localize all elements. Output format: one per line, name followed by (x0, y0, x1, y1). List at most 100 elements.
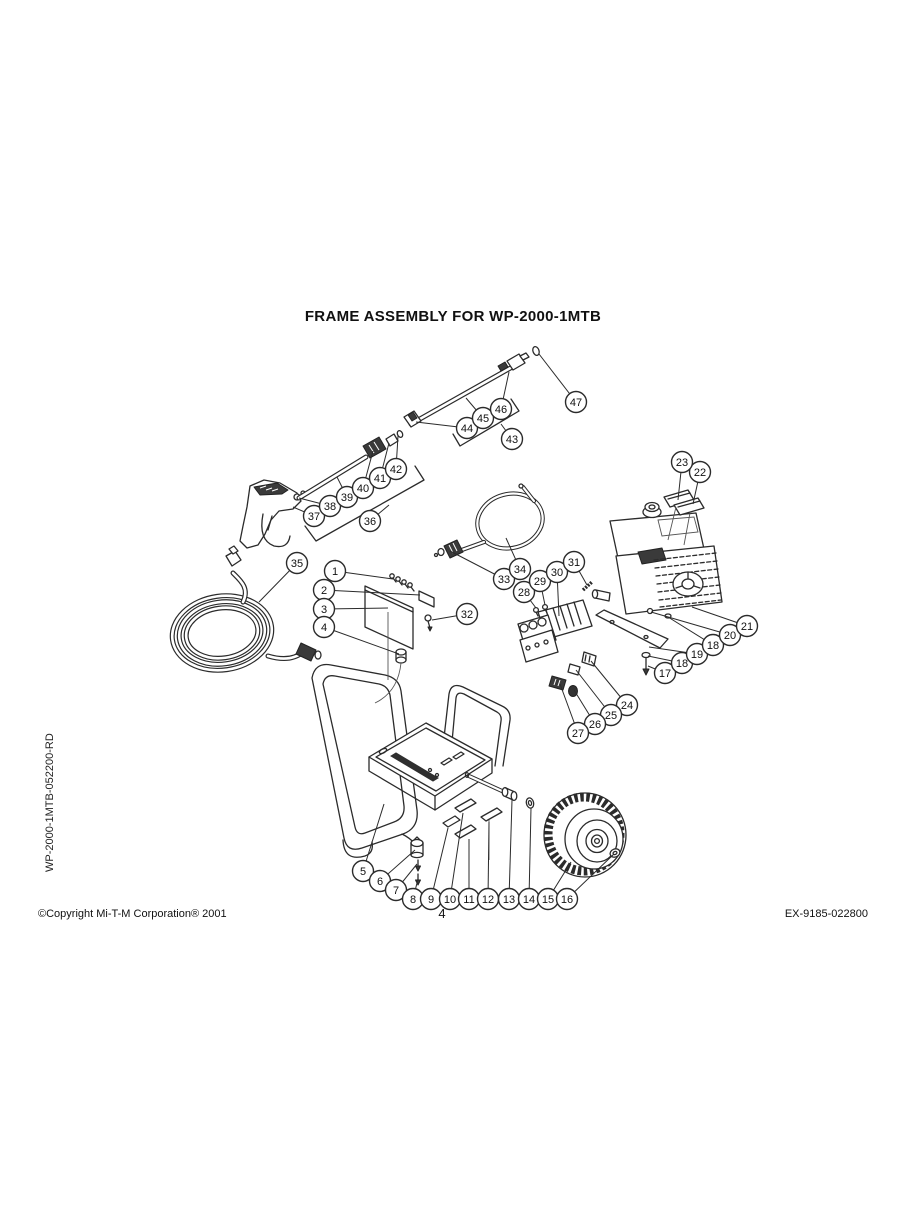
rubber-foot (410, 836, 424, 859)
svg-text:42: 42 (390, 464, 402, 476)
callout-15-14: 15 (536, 861, 572, 911)
svg-text:46: 46 (495, 404, 507, 416)
callout-21-21: 21 (691, 606, 759, 638)
svg-text:3: 3 (321, 604, 327, 616)
doc-number: EX-9185-022800 (784, 908, 868, 920)
callout-11-10: 11 (457, 839, 481, 911)
callout-42-42: 42 (384, 435, 408, 481)
panel-fitting (374, 648, 407, 704)
svg-text:2: 2 (321, 585, 327, 597)
label-plate (418, 590, 435, 608)
cart-frame (311, 663, 535, 886)
svg-text:38: 38 (324, 501, 336, 513)
callout-14-13: 14 (517, 807, 541, 911)
svg-text:41: 41 (374, 473, 386, 485)
pump-assembly (517, 599, 597, 697)
callout-18-19: 18 (667, 616, 725, 657)
fuel-cap (644, 501, 660, 513)
svg-text:26: 26 (589, 719, 601, 731)
svg-text:27: 27 (572, 728, 584, 740)
callout-23-23: 23 (670, 450, 694, 501)
callout-36-36: 36 (358, 504, 390, 533)
svg-text:28: 28 (518, 587, 530, 599)
callout-32-32: 32 (431, 602, 479, 626)
svg-text:36: 36 (364, 516, 376, 528)
svg-text:32: 32 (461, 609, 473, 621)
svg-text:34: 34 (514, 564, 526, 576)
svg-text:31: 31 (568, 557, 580, 569)
svg-text:6: 6 (377, 876, 383, 888)
callout-24-24: 24 (590, 660, 639, 717)
chemical-hose (433, 483, 545, 559)
callout-13-12: 13 (497, 799, 521, 911)
engine (581, 489, 723, 676)
spray-gun (239, 479, 306, 549)
callout-37-37: 37 (292, 504, 326, 528)
callout-4-3: 4 (312, 615, 400, 655)
svg-text:45: 45 (477, 413, 489, 425)
svg-text:44: 44 (461, 423, 473, 435)
page-number: 4 (438, 906, 446, 921)
callout-28-28: 28 (512, 580, 537, 609)
svg-text:7: 7 (393, 885, 399, 897)
svg-text:14: 14 (523, 894, 535, 906)
pressure-hose (169, 593, 275, 673)
svg-text:18: 18 (676, 658, 688, 670)
svg-text:39: 39 (341, 492, 353, 504)
callout-34-34: 34 (505, 537, 532, 581)
callout-43-43: 43 (500, 423, 524, 451)
svg-text:19: 19 (691, 649, 703, 661)
callout-31-31: 31 (562, 550, 588, 586)
svg-text:29: 29 (534, 576, 546, 588)
svg-text:40: 40 (357, 483, 369, 495)
panel-screw-32 (424, 614, 433, 632)
svg-text:8: 8 (410, 894, 416, 906)
svg-text:4: 4 (321, 622, 327, 634)
callout-16-15: 16 (555, 853, 615, 911)
svg-text:9: 9 (428, 894, 434, 906)
callout-39-39: 39 (335, 476, 359, 509)
callout-8-7: 8 (401, 878, 425, 911)
callout-25-25: 25 (575, 669, 623, 727)
callout-3-2: 3 (312, 597, 389, 621)
svg-text:15: 15 (542, 894, 554, 906)
pump-fittings (548, 651, 597, 697)
engine-bracket-plates (663, 489, 705, 546)
callout-46-46: 46 (489, 371, 513, 421)
svg-text:20: 20 (724, 630, 736, 642)
svg-text:10: 10 (444, 894, 456, 906)
pressure-hose-ends (225, 545, 322, 662)
callout-30-30: 30 (545, 560, 569, 617)
wheel (543, 792, 627, 878)
svg-text:47: 47 (570, 397, 582, 409)
callout-29-29: 29 (528, 569, 552, 606)
svg-text:16: 16 (561, 894, 573, 906)
page-title: FRAME ASSEMBLY FOR WP-2000-1MTB (304, 308, 602, 325)
svg-text:43: 43 (506, 434, 518, 446)
callout-9-8: 9 (419, 827, 449, 911)
callout-22-22: 22 (688, 460, 712, 505)
callout-40-40: 40 (351, 450, 375, 500)
svg-text:22: 22 (694, 467, 706, 479)
callout-19-18: 19 (648, 642, 709, 666)
svg-text:17: 17 (659, 668, 671, 680)
svg-text:21: 21 (741, 621, 753, 633)
callout-44-44: 44 (415, 416, 479, 440)
svg-text:18: 18 (707, 640, 719, 652)
belly-panel (364, 573, 435, 704)
svg-text:5: 5 (360, 866, 366, 878)
svg-text:1: 1 (332, 566, 338, 578)
svg-text:33: 33 (498, 574, 510, 586)
svg-text:24: 24 (621, 700, 633, 712)
callout-12-11: 12 (476, 821, 500, 911)
axle-washer (525, 797, 535, 809)
callout-5-4: 5 (351, 803, 385, 883)
svg-text:12: 12 (482, 894, 494, 906)
svg-text:13: 13 (503, 894, 515, 906)
callout-33-33: 33 (449, 550, 516, 591)
callout-45-45: 45 (465, 397, 495, 430)
foot-bolts (415, 859, 421, 886)
callout-26-26: 26 (573, 689, 607, 736)
svg-text:37: 37 (308, 511, 320, 523)
